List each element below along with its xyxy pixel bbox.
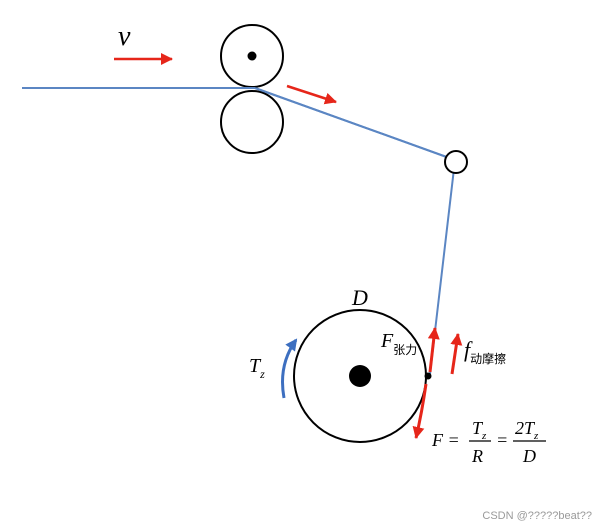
tension-subscript: 张力 xyxy=(393,343,417,357)
guide-pulley xyxy=(444,150,468,174)
torque-label: Tz xyxy=(249,355,265,381)
friction-label: f动摩擦 xyxy=(464,337,506,366)
torque-subscript: z xyxy=(259,367,265,381)
velocity-label: v xyxy=(118,21,131,52)
force-arrow xyxy=(412,383,428,439)
formula-frac2-den: D xyxy=(522,446,536,466)
torque-arrow xyxy=(281,338,298,399)
tension-arrow xyxy=(427,327,440,373)
tension-symbol: F xyxy=(380,330,394,352)
drum-axle xyxy=(349,365,371,387)
tension-label: F张力 xyxy=(380,330,417,357)
friction-arrow xyxy=(450,333,463,375)
watermark: CSDN @?????beat?? xyxy=(482,510,592,522)
formula-lhs: F = xyxy=(431,430,460,450)
tension-formula: F = Tz R = 2Tz D xyxy=(431,418,546,466)
formula-frac2-num: 2Tz xyxy=(515,418,539,442)
formula-frac1-num: Tz xyxy=(472,418,487,442)
torque-symbol: T xyxy=(249,355,262,377)
web-incline-segment xyxy=(254,87,456,161)
strip-direction-arrow xyxy=(286,84,337,105)
bottom-roller xyxy=(220,90,284,154)
contact-point xyxy=(424,372,432,380)
friction-subscript: 动摩擦 xyxy=(470,351,506,366)
friction-symbol: f xyxy=(464,337,473,362)
diameter-label: D xyxy=(351,285,368,310)
formula-eq2: = xyxy=(496,430,508,450)
top-roller-axle xyxy=(247,51,257,61)
formula-frac1-den: R xyxy=(471,446,483,466)
